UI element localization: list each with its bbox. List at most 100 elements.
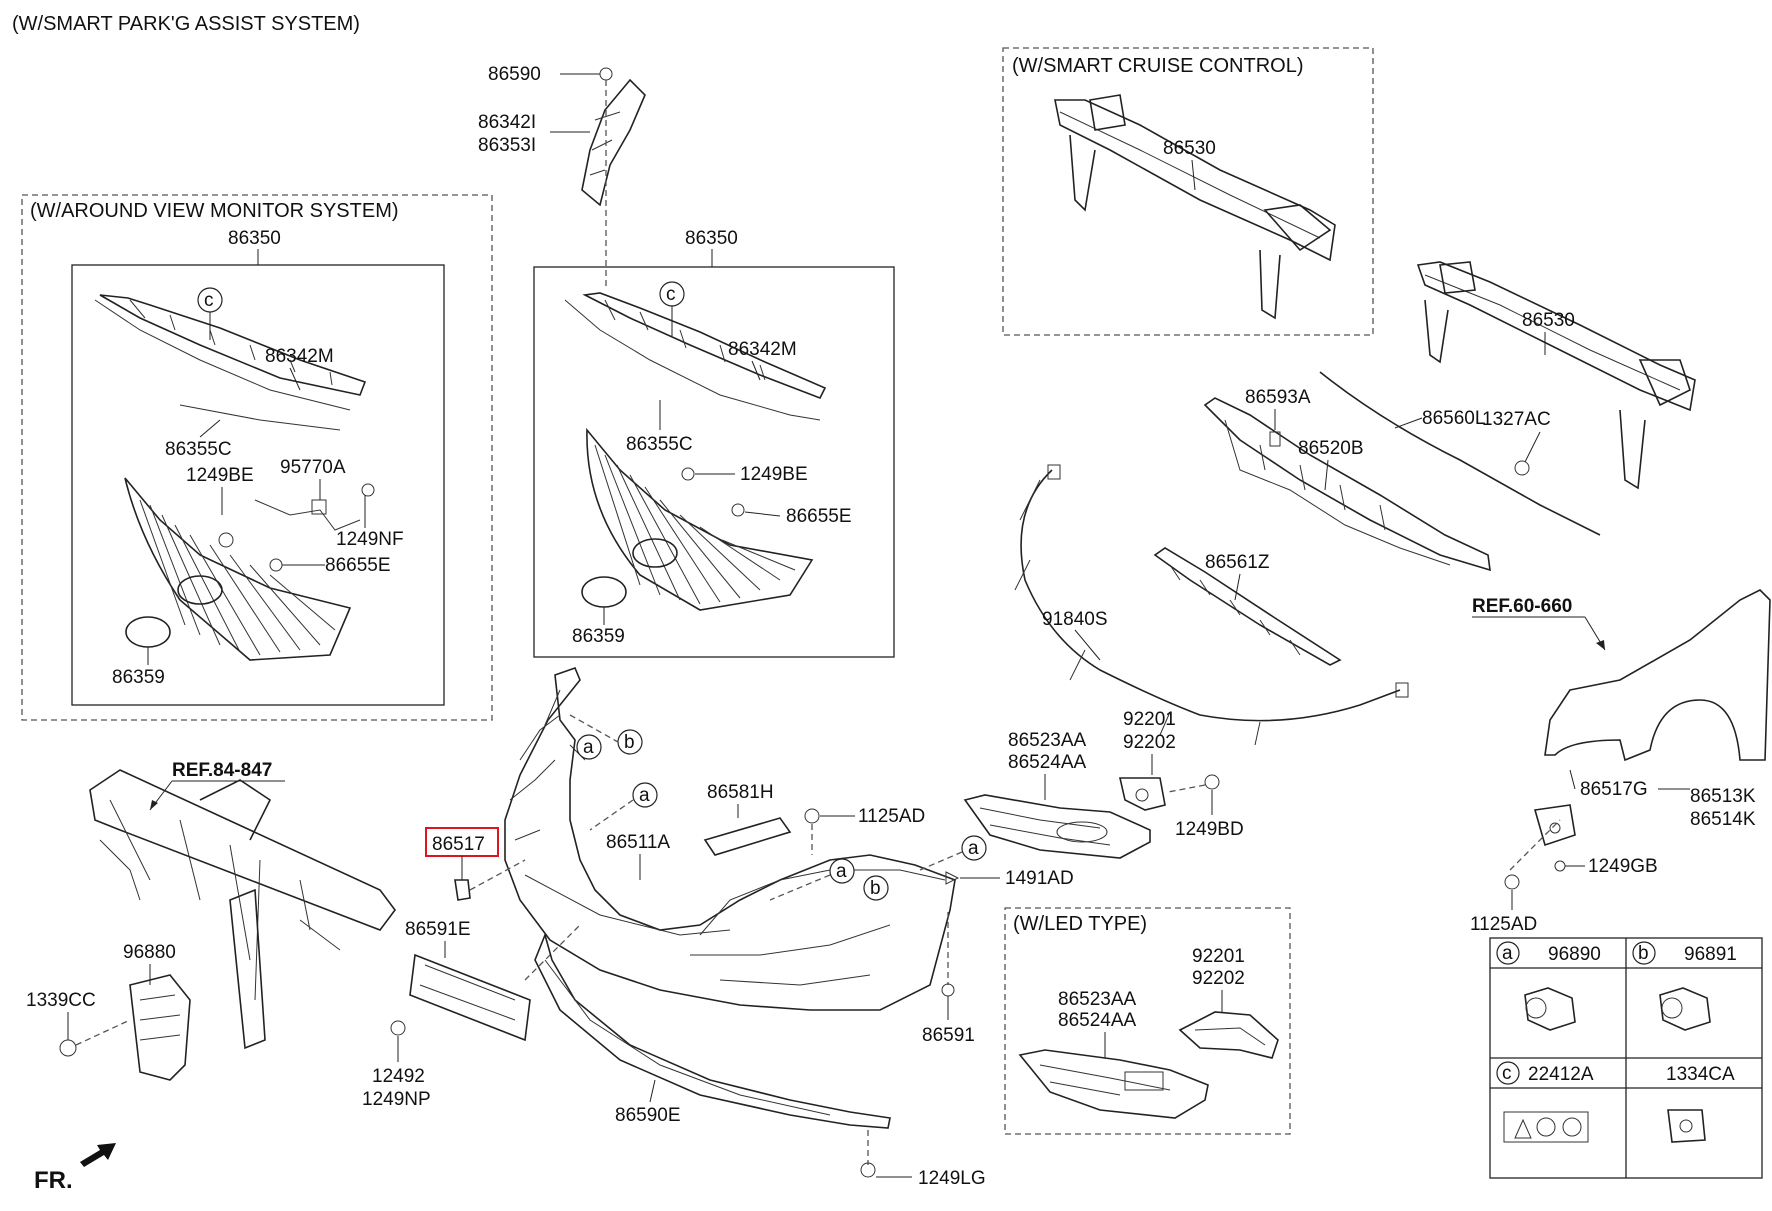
label-g-86355C[interactable]: 86355C [626,434,693,455]
label-86524AA[interactable]: 86524AA [1008,752,1087,773]
label-96880[interactable]: 96880 [123,942,176,963]
led-section: (W/LED TYPE) 86523AA 86524AA 92201 92202 [1004,907,1291,1135]
fender-bracket [1533,804,1576,847]
led-fog-lamp [1018,1049,1209,1119]
label-g-86359[interactable]: 86359 [572,626,625,647]
label-1339CC[interactable]: 1339CC [26,990,96,1011]
av-upper-cover [99,294,367,396]
svg-text:a: a [836,861,847,882]
label-g-86350[interactable]: 86350 [685,228,738,249]
svg-text:a: a [968,838,979,859]
grille-box [533,266,895,658]
label-av-86359[interactable]: 86359 [112,667,165,688]
bumper-beam-group: 86530 1327AC 86560L [1319,261,1696,536]
label-86523AA[interactable]: 86523AA [1008,730,1087,751]
label-led-86523AA[interactable]: 86523AA [1058,989,1137,1010]
label-86517[interactable]: 86517 [432,834,485,855]
label-12492[interactable]: 12492 [372,1066,425,1087]
wiring-group: 91840S 86561Z [1014,464,1409,746]
label-fender-1125AD[interactable]: 1125AD [1470,914,1537,935]
callout-a-1[interactable] [576,734,602,760]
label-86511A[interactable]: 86511A [606,832,670,853]
label-led-86524AA[interactable]: 86524AA [1058,1010,1137,1031]
license-bracket [409,953,531,1042]
wire-86560L [1319,371,1601,536]
frame-group: REF.84-847 96880 1339CC [26,760,396,1081]
radiator-grille [586,427,814,611]
label-1249BD[interactable]: 1249BD [1175,819,1244,840]
legend-a-part[interactable]: 96890 [1548,944,1601,965]
legend-b-part[interactable]: 96891 [1684,944,1737,965]
front-arrow-icon [80,1143,116,1167]
label-led-92202[interactable]: 92202 [1192,968,1245,989]
label-1249GB[interactable]: 1249GB [1588,856,1658,877]
label-86581H[interactable]: 86581H [707,782,774,803]
absorber-group: 86593A 86520B [1203,387,1491,572]
label-av-95770A[interactable]: 95770A [280,457,346,478]
svg-text:c: c [666,284,676,305]
svg-text:c: c [204,290,214,311]
label-scc-86530[interactable]: 86530 [1163,138,1216,159]
label-86560L[interactable]: 86560L [1422,408,1485,429]
label-av-1249BE[interactable]: 1249BE [186,465,254,486]
legend-d-part[interactable]: 1334CA [1666,1064,1735,1085]
label-1249NP[interactable]: 1249NP [362,1089,431,1110]
label-92201[interactable]: 92201 [1123,709,1176,730]
warning-label-22412A [1503,1111,1589,1143]
fog-lamp [963,794,1151,859]
label-86353I[interactable]: 86353I [478,135,536,156]
ref-60-660[interactable]: REF.60-660 [1472,596,1572,617]
callout-b-2[interactable] [863,875,889,901]
label-1249LG[interactable]: 1249LG [918,1168,986,1189]
header-around-view: (W/AROUND VIEW MONITOR SYSTEM) [30,200,399,222]
legend-c-part[interactable]: 22412A [1528,1064,1594,1085]
header-smart-park: (W/SMART PARK'G ASSIST SYSTEM) [12,13,360,35]
label-86517G[interactable]: 86517G [1580,779,1648,800]
label-86530[interactable]: 86530 [1522,310,1575,331]
label-86593A[interactable]: 86593A [1245,387,1311,408]
label-g-86342M[interactable]: 86342M [728,339,797,360]
label-led-92201[interactable]: 92201 [1192,946,1245,967]
av-grille-emblem-mount [177,575,223,605]
label-86591E[interactable]: 86591E [405,919,471,940]
upper-bracket-group: 86590 86342I 86353I [478,64,646,290]
legend-callout-a [1496,941,1520,965]
label-1327AC[interactable]: 1327AC [1482,409,1551,430]
energy-absorber [1203,397,1491,572]
av-camera-wire [254,499,361,531]
label-86513K[interactable]: 86513K [1690,786,1756,807]
label-86520B[interactable]: 86520B [1298,438,1364,459]
label-86561Z[interactable]: 86561Z [1205,552,1270,573]
label-86590E[interactable]: 86590E [615,1105,681,1126]
svg-text:c: c [1502,1063,1512,1084]
av-radiator-grille [124,477,352,661]
sensor-96890 [1524,987,1576,1031]
bumper-group: a b a 86511A 86517 86581H 1125AD a b a 1… [362,666,1074,1189]
svg-text:a: a [639,785,650,806]
label-92202[interactable]: 92202 [1123,732,1176,753]
label-av-86342M[interactable]: 86342M [265,346,334,367]
label-86591[interactable]: 86591 [922,1025,975,1046]
label-1491AD[interactable]: 1491AD [1005,868,1074,889]
callout-a-4[interactable] [961,835,987,861]
callout-a-3[interactable] [829,858,855,884]
label-86590[interactable]: 86590 [488,64,541,85]
label-91840S[interactable]: 91840S [1042,609,1108,630]
label-86514K[interactable]: 86514K [1690,809,1756,830]
callout-a-2[interactable] [632,782,658,808]
upper-side-bracket [581,78,646,207]
fender-group: REF.60-660 86517G 86513K 86514K 1249GB 1… [1470,589,1771,935]
label-av-86350[interactable]: 86350 [228,228,281,249]
label-av-86355C[interactable]: 86355C [165,439,232,460]
label-av-1249NF[interactable]: 1249NF [336,529,404,550]
ref-84-847[interactable]: REF.84-847 [172,760,272,781]
fog-lamp-group: 86523AA 86524AA 92201 92202 1249BD [963,709,1244,859]
label-g-1249BE[interactable]: 1249BE [740,464,808,485]
label-av-86655E[interactable]: 86655E [325,555,391,576]
label-g-86655E[interactable]: 86655E [786,506,852,527]
label-86342I[interactable]: 86342I [478,112,536,133]
upper-cover [582,292,827,400]
label-1125AD[interactable]: 1125AD [858,806,925,827]
grille-emblem-mount [632,538,678,568]
